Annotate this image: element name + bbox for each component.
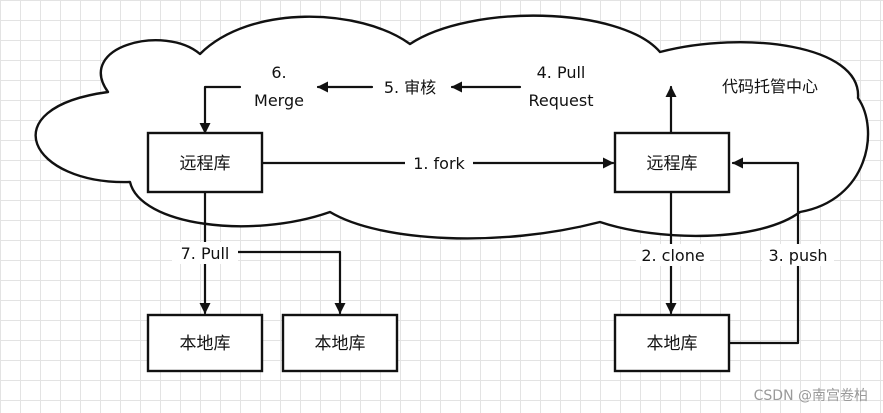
watermark: CSDN @南宫卷柏 bbox=[754, 388, 868, 404]
local-repo-1: 本地库 bbox=[146, 313, 264, 373]
review-label: 5. 审核 bbox=[384, 78, 436, 97]
svg-text:本地库: 本地库 bbox=[180, 334, 231, 354]
hub-label: 代码托管中心 bbox=[722, 77, 818, 96]
svg-text:远程库: 远程库 bbox=[647, 154, 698, 174]
pull-request-label-line1: 4. Pull bbox=[537, 63, 586, 82]
pull-request-label-line2: Request bbox=[529, 91, 594, 110]
merge-label-line1: 6. bbox=[271, 63, 286, 82]
merge-label-line2: Merge bbox=[254, 91, 304, 110]
fork-label: 1. fork bbox=[413, 154, 465, 173]
push-label: 3. push bbox=[768, 246, 827, 265]
code-hosting-cloud bbox=[34, 14, 870, 240]
svg-text:本地库: 本地库 bbox=[315, 334, 366, 354]
remote-repo-right: 远程库 bbox=[613, 131, 731, 194]
svg-text:远程库: 远程库 bbox=[180, 154, 231, 174]
remote-repo-left: 远程库 bbox=[146, 131, 264, 194]
merge-arrow-down bbox=[199, 85, 242, 135]
local-repo-2: 本地库 bbox=[281, 313, 399, 373]
svg-text:本地库: 本地库 bbox=[647, 334, 698, 354]
pull-label: 7. Pull bbox=[181, 244, 230, 263]
pull-arrow-2 bbox=[203, 250, 346, 315]
clone-label: 2. clone bbox=[641, 246, 704, 265]
local-repo-3: 本地库 bbox=[613, 313, 731, 373]
